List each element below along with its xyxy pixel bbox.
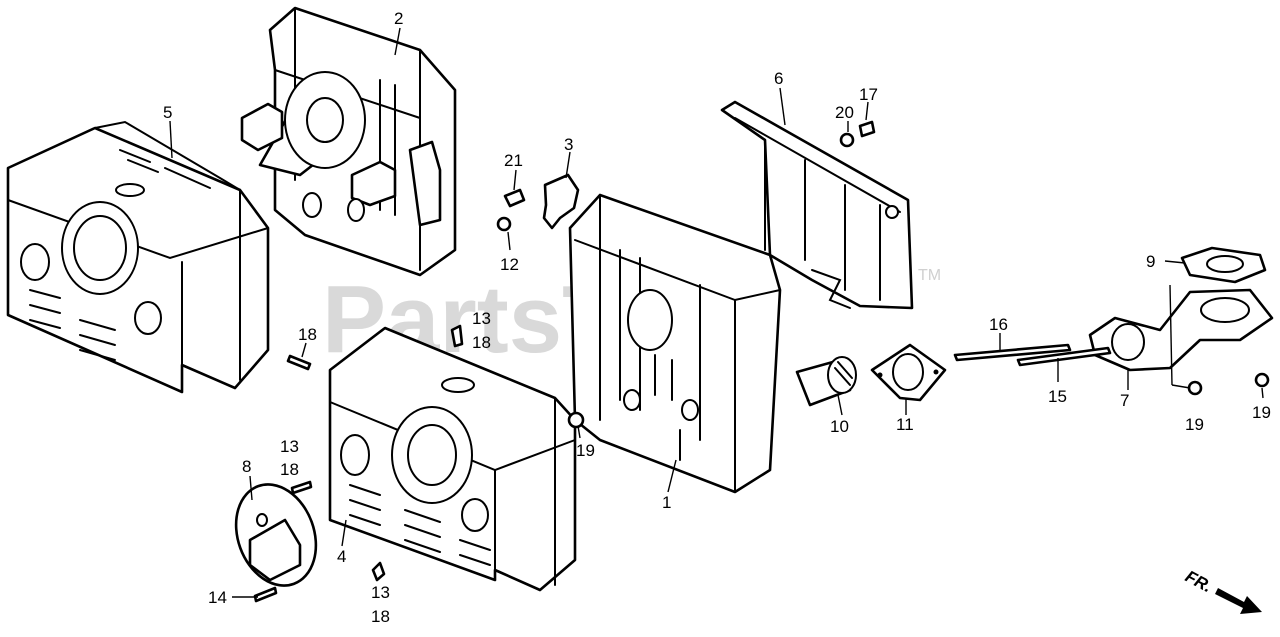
stud-part-15[interactable] — [1016, 346, 1112, 367]
leader-lines — [169, 27, 1264, 598]
callout-13c: 13 — [371, 583, 390, 602]
callout-18b: 18 — [472, 333, 491, 352]
callout-5: 5 — [163, 103, 172, 122]
protector-plate-part-6[interactable] — [720, 100, 914, 310]
bracket-part-3[interactable] — [542, 173, 580, 230]
callout-18d: 18 — [371, 607, 390, 626]
callout-16: 16 — [989, 315, 1008, 334]
muffler-cover-part-4[interactable] — [328, 326, 577, 592]
callout-18c: 18 — [280, 460, 299, 479]
spark-arrester-part-8[interactable] — [223, 473, 330, 597]
callout-11: 11 — [896, 415, 914, 434]
callout-21: 21 — [504, 151, 523, 170]
fasteners[interactable] — [253, 120, 1270, 603]
callout-7: 7 — [1120, 391, 1129, 410]
callout-13a: 13 — [472, 309, 491, 328]
callout-1: 1 — [662, 493, 671, 512]
callout-9: 9 — [1146, 252, 1155, 271]
callout-2: 2 — [394, 9, 403, 28]
spark-arrester-screen-part-10[interactable] — [795, 356, 857, 407]
callout-8: 8 — [242, 457, 251, 476]
exhaust-pipe-part-7[interactable] — [1088, 288, 1274, 372]
muffler-protector-part-2[interactable] — [240, 6, 457, 277]
callout-4: 4 — [337, 547, 346, 566]
callout-20: 20 — [835, 103, 854, 122]
callout-18a: 18 — [298, 325, 317, 344]
callout-12: 12 — [500, 255, 519, 274]
front-direction-indicator: FR. — [1182, 567, 1262, 614]
front-label: FR. — [1182, 567, 1215, 597]
muffler-cover-part-5[interactable] — [6, 120, 270, 394]
callout-19c: 19 — [576, 441, 595, 460]
callout-19b: 19 — [1252, 403, 1271, 422]
gasket-part-9[interactable] — [1180, 246, 1267, 284]
callout-6: 6 — [774, 69, 783, 88]
watermark-trademark: TM — [918, 267, 941, 284]
callout-13b: 13 — [280, 437, 299, 456]
callout-10: 10 — [830, 417, 849, 436]
gasket-part-11[interactable] — [870, 343, 947, 402]
callout-14: 14 — [208, 588, 227, 607]
forward-arrow-icon — [1215, 588, 1262, 614]
callout-labels: 2 5 6 20 17 21 3 12 9 18 13 18 16 15 7 1… — [163, 9, 1271, 626]
callout-19a: 19 — [1185, 415, 1204, 434]
callout-17: 17 — [859, 85, 878, 104]
callout-3: 3 — [564, 135, 573, 154]
stud-part-16[interactable] — [953, 343, 1072, 362]
callout-15: 15 — [1048, 387, 1067, 406]
muffler-body-part-1[interactable] — [568, 193, 782, 494]
